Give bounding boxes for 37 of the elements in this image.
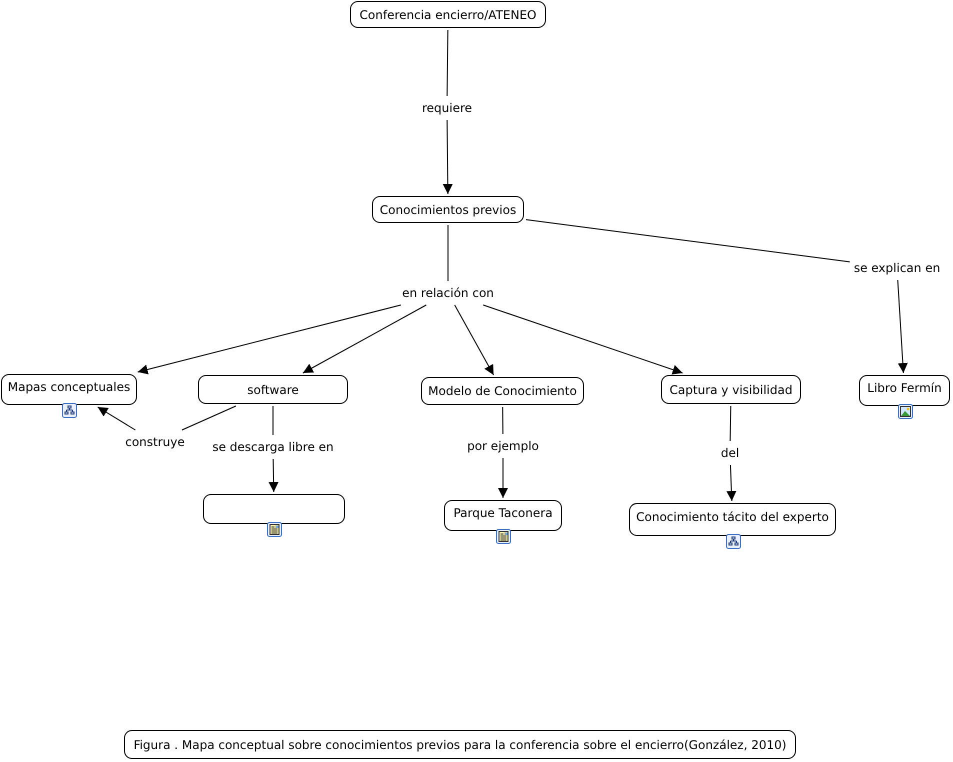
concept-box (444, 500, 562, 531)
arrow (726, 464, 736, 502)
concept-box (372, 196, 524, 223)
arrow (454, 304, 494, 376)
concept-label: Figura . Mapa conceptual sobre conocimientos previos para la conferencia sobre el encierro(González, 2010) (134, 736, 786, 754)
connector-line (446, 30, 448, 96)
concept-label: Conocimiento tácito del experto (636, 508, 829, 526)
concept-box (1, 374, 137, 405)
concept-label: Parque Taconera (453, 504, 553, 522)
concept-box (198, 375, 348, 404)
concept-label: Captura y visibilidad (670, 382, 792, 398)
arrow (482, 304, 684, 374)
concept-box (859, 375, 950, 406)
concept-label: Libro Fermín (867, 380, 942, 396)
arrow (897, 280, 908, 374)
arrow (268, 458, 279, 492)
arrow (498, 458, 508, 498)
concept-label: Mapas conceptuales (8, 378, 130, 396)
connector-line (730, 406, 732, 442)
connector-line (181, 406, 236, 430)
concept-label: Modelo de Conocimiento (428, 383, 577, 400)
connector-line (272, 406, 274, 436)
concept-box (661, 375, 801, 404)
concept-box (203, 494, 345, 524)
connector-line (526, 219, 850, 262)
arrow (97, 406, 136, 430)
arrow (137, 304, 402, 374)
concept-box (421, 377, 584, 405)
arrow (442, 120, 453, 194)
arrow (302, 304, 427, 374)
concept-box (350, 1, 546, 28)
concept-label: Conferencia encierro/ATENEO (360, 6, 536, 24)
concept-label: Conocimientos previos (380, 202, 516, 218)
caption-box (124, 730, 796, 759)
concept-label: software (247, 382, 299, 398)
concept-box (629, 503, 836, 536)
connector-line (502, 406, 504, 434)
